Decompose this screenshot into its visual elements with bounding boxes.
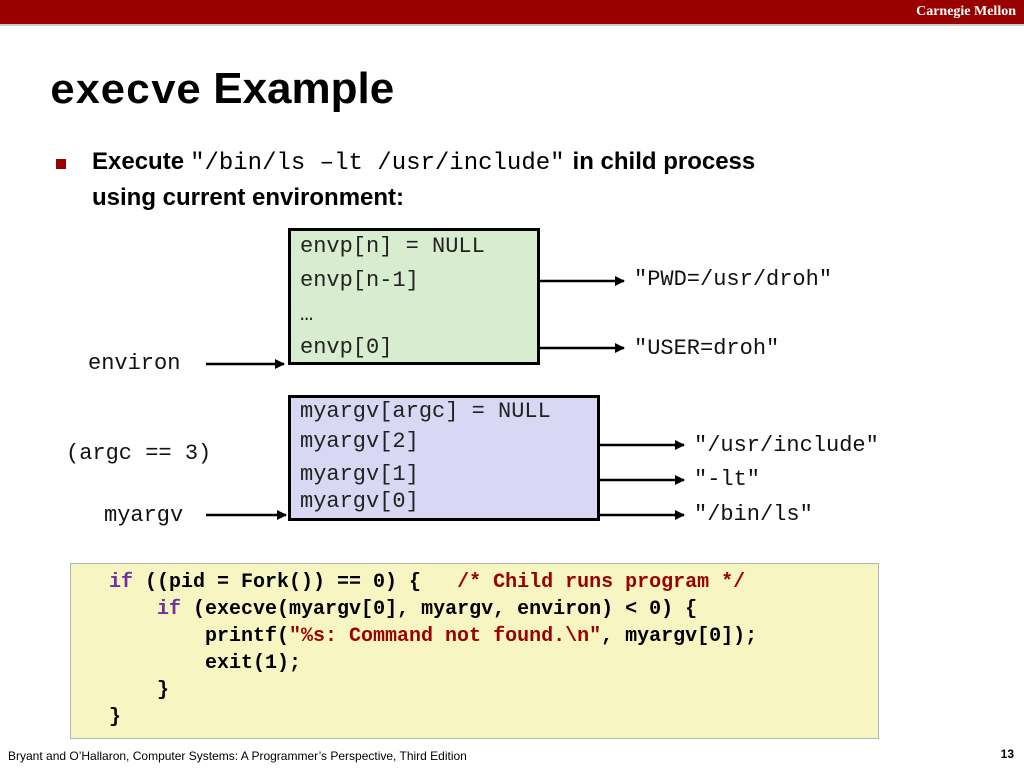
myargv-label: myargv [104,503,184,528]
code-line-6: } [109,706,121,729]
code-line-2: if (execve(myargv[0], myargv, environ) <… [109,598,697,621]
code-l5: } [157,679,170,702]
code-l2-rest: (execve(myargv[0], myargv, environ) < 0)… [181,598,698,621]
title-text: Example [213,64,395,113]
code-line-5: } [109,679,169,702]
code-l6: } [109,706,122,729]
header-bar: Carnegie Mellon [0,0,1024,26]
envp-cell-ellipsis: … [290,298,538,332]
code-l4: exit(1); [205,652,302,675]
code-line-3: printf("%s: Command not found.\n", myarg… [109,625,757,648]
bullet-line-1: Execute"/bin/ls –lt /usr/include" in chil… [92,148,755,177]
bullet-part2: in child process [572,148,756,175]
argv-target-include: "/usr/include" [694,433,879,458]
bullet-code: "/bin/ls –lt /usr/include" [190,150,565,177]
code-l3-a: printf( [205,625,290,648]
argv-cell-1: myargv[1] [290,460,598,490]
title-code: execve [50,68,202,116]
code-line-1: if ((pid = Fork()) == 0) { /* Child runs… [109,571,745,594]
code-kw-if-1: if [109,571,134,594]
argv-array-frame [288,395,600,521]
page-number: 13 [1000,747,1014,761]
bullet-square-icon [56,159,66,169]
envp-cell-null: envp[n] = NULL [290,230,538,264]
code-l3-string: "%s: Command not found.\n" [289,625,602,648]
code-l1-rest: ((pid = Fork()) == 0) { [133,571,458,594]
envp-array-frame [288,228,540,365]
brand-label: Carnegie Mellon [916,4,1016,19]
code-kw-if-2: if [157,598,182,621]
environ-label: environ [88,351,181,376]
code-block: if ((pid = Fork()) == 0) { /* Child runs… [70,563,879,739]
footer-citation: Bryant and O’Hallaron, Computer Systems:… [8,749,467,763]
envp-cell-0: envp[0] [290,332,538,364]
code-comment: /* Child runs program */ [457,571,746,594]
env-target-pwd: "PWD=/usr/droh" [634,267,833,292]
argv-cell-0: myargv[0] [290,490,598,519]
envp-cell-n-1: envp[n-1] [290,264,538,298]
argv-cell-2: myargv[2] [290,427,598,460]
bullet-line-2: using current environment: [92,184,405,211]
argv-target-ls: "/bin/ls" [694,502,813,527]
argv-target-lt: "-lt" [694,467,761,492]
code-line-4: exit(1); [109,652,301,675]
env-target-user: "USER=droh" [634,336,780,361]
bullet-part1: Execute [92,148,185,175]
argc-note: (argc == 3) [66,441,212,466]
argv-cell-null: myargv[argc] = NULL [290,397,598,427]
code-l3-b: , myargv[0]); [601,625,758,648]
